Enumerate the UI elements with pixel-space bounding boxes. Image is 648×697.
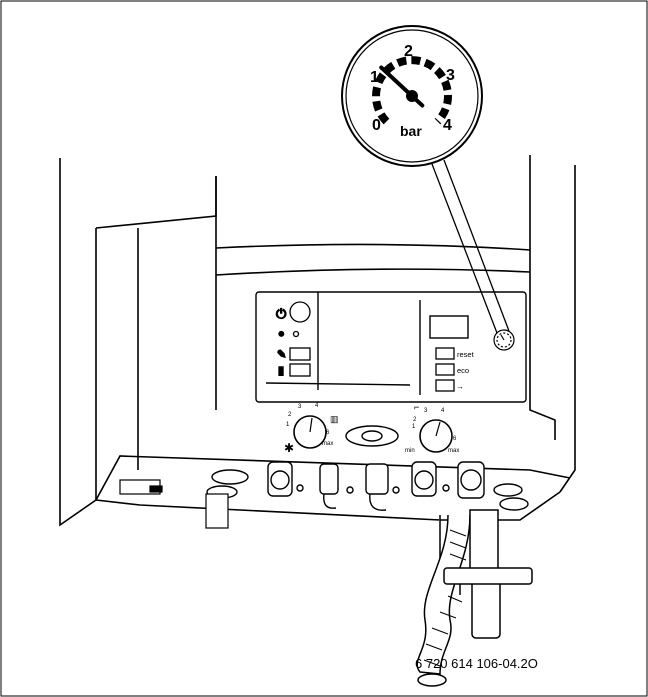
figure-caption: 6 720 614 106-04.2O bbox=[415, 656, 538, 671]
left-knob-scale-6: 6 bbox=[326, 430, 330, 436]
boiler-casing bbox=[59, 155, 576, 527]
gauge-tick-label-3: 3 bbox=[446, 67, 455, 84]
service-button[interactable] bbox=[289, 347, 311, 361]
right-knob-scale-3: 3 bbox=[424, 408, 428, 414]
gauge-tick-label-0: 0 bbox=[372, 117, 381, 134]
gauge-scale-arc bbox=[372, 56, 452, 125]
siphon-hatching bbox=[423, 529, 467, 667]
flame-icon: ● bbox=[278, 328, 285, 340]
gauge-tick-label-4: 4 bbox=[443, 117, 452, 134]
center-oval bbox=[345, 425, 399, 447]
chimney-sweep-button[interactable] bbox=[435, 379, 455, 392]
mounting-bracket bbox=[119, 479, 229, 529]
left-knob-scale-1: 1 bbox=[286, 422, 290, 428]
gauge-tick-label-2: 2 bbox=[404, 43, 413, 60]
reset-button[interactable] bbox=[435, 347, 455, 360]
right-knob-scale-1: 1 bbox=[412, 424, 416, 430]
gauge-tick-label-1: 1 bbox=[370, 69, 379, 86]
power-icon: ⏻ bbox=[276, 306, 286, 321]
tap-icon: ⌐ bbox=[414, 402, 419, 412]
pipe-fittings bbox=[206, 461, 529, 511]
right-knob-max: max bbox=[448, 448, 459, 454]
pressure-gauge: 0 1 2 3 4 bar bbox=[341, 25, 483, 167]
small-pressure-gauge bbox=[493, 329, 515, 351]
right-button-group: reset eco → bbox=[435, 347, 475, 392]
left-knob-scale-4: 4 bbox=[315, 403, 319, 409]
right-knob-scale-4: 4 bbox=[441, 408, 445, 414]
right-knob-scale-2: 2 bbox=[413, 417, 417, 423]
heating-temperature-knob[interactable]: 1 2 3 4 6 max ✱ ▥ bbox=[284, 403, 339, 455]
gauge-unit-label: bar bbox=[400, 123, 422, 139]
callout-lines bbox=[431, 159, 510, 334]
eco-label: eco bbox=[457, 366, 469, 375]
left-knob-max: max bbox=[322, 441, 333, 447]
thermometer-icon: ▮ bbox=[278, 365, 284, 377]
left-knob-scale-2: 2 bbox=[288, 412, 292, 418]
chimney-sweep-icon: → bbox=[456, 382, 464, 391]
service-icon: ✎ bbox=[277, 349, 286, 361]
eco-button[interactable] bbox=[435, 363, 455, 376]
gauge-hub bbox=[406, 90, 418, 102]
condensate-siphon bbox=[416, 509, 533, 687]
display-window bbox=[429, 315, 469, 339]
hot-water-temperature-knob[interactable]: 1 2 3 4 6 min max ⌐ bbox=[405, 402, 459, 454]
left-knob-scale-3: 3 bbox=[298, 404, 302, 410]
flame-indicator bbox=[292, 330, 300, 338]
reset-label: reset bbox=[457, 350, 475, 359]
power-button[interactable] bbox=[289, 301, 311, 323]
temperature-button[interactable] bbox=[289, 363, 311, 377]
control-panel bbox=[255, 291, 527, 403]
frost-icon: ✱ bbox=[284, 441, 294, 455]
right-knob-scale-6: 6 bbox=[453, 436, 457, 442]
right-knob-min: min bbox=[405, 448, 415, 454]
radiator-icon: ▥ bbox=[330, 414, 339, 424]
left-button-group: ⏻ ● ✎ ▮ bbox=[275, 301, 311, 378]
